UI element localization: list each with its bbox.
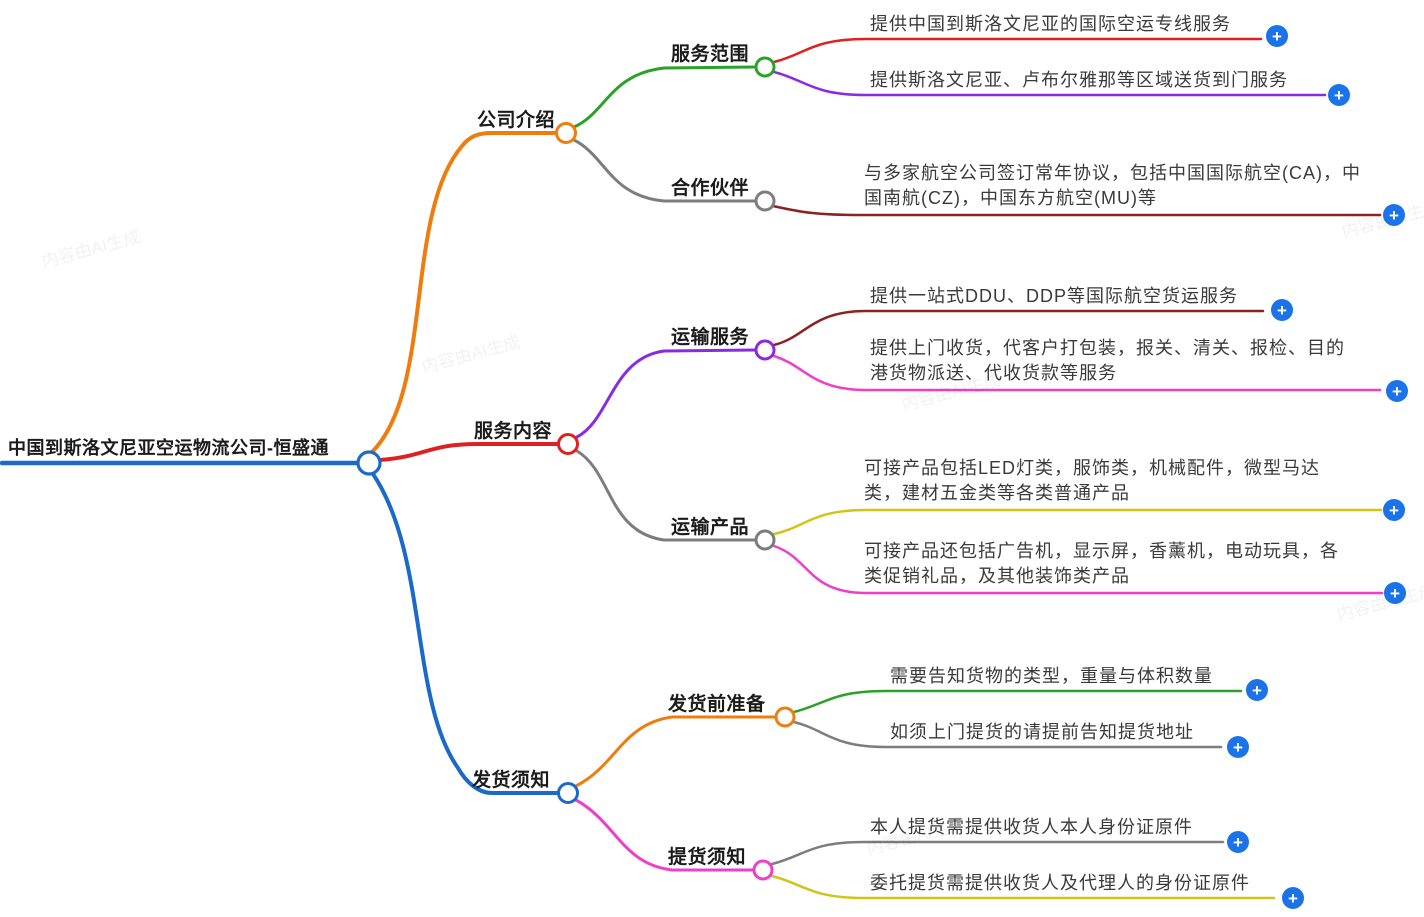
node-shipping-notes-label[interactable]: 发货须知 xyxy=(472,770,551,791)
expand-button-plus-icon[interactable]: + xyxy=(1227,736,1249,758)
pickup-notes-handle[interactable] xyxy=(752,859,774,881)
edge-leaf-cargo-info xyxy=(792,689,1243,714)
node-pickup-notes-label[interactable]: 提货须知 xyxy=(668,847,747,868)
expand-button-plus-icon[interactable]: + xyxy=(1384,582,1406,604)
edge-leaf-other-products xyxy=(772,544,1384,595)
node-transport-products-label[interactable]: 运输产品 xyxy=(671,517,750,538)
leaf-other-products[interactable]: 可接产品还包括广告机，显示屏，香薰机，电动玩具，各类促销礼品，及其他装饰类产品 xyxy=(864,541,1339,586)
leaf-airline-agreements[interactable]: 与多家航空公司签订常年协议，包括中国国际航空(CA)，中国南航(CZ)，中国东方… xyxy=(864,163,1361,208)
expand-button-plus-icon[interactable]: + xyxy=(1271,299,1293,321)
edge-leaf-pickup-address xyxy=(792,720,1223,749)
edge-pre-shipment xyxy=(574,715,777,788)
edge-leaf-agent-id xyxy=(770,874,1276,900)
leaf-pickup-packing[interactable]: 提供上门收货，代客户打包装，报关、清关、报检、目的港货物派送、代收货款等服务 xyxy=(870,338,1345,383)
transport-service-handle[interactable] xyxy=(754,339,776,361)
expand-button-plus-icon[interactable]: + xyxy=(1383,499,1405,521)
root-node-handle[interactable] xyxy=(356,450,382,476)
node-transport-service-label[interactable]: 运输服务 xyxy=(671,327,750,348)
leaf-door-delivery[interactable]: 提供斯洛文尼亚、卢布尔雅那等区域送货到门服务 xyxy=(870,70,1288,90)
transport-products-handle[interactable] xyxy=(754,529,776,551)
root-node-label[interactable]: 中国到斯洛文尼亚空运物流公司-恒盛通 xyxy=(8,438,329,458)
expand-button-plus-icon[interactable]: + xyxy=(1246,679,1268,701)
leaf-pickup-address[interactable]: 如须上门提货的请提前告知提货地址 xyxy=(890,722,1194,742)
edge-leaf-ddu-ddp xyxy=(772,309,1265,347)
node-company-intro-label[interactable]: 公司介绍 xyxy=(477,110,556,131)
edge-leaf-door-delivery xyxy=(772,70,1327,97)
expand-button-plus-icon[interactable]: + xyxy=(1328,84,1350,106)
leaf-general-products[interactable]: 可接产品包括LED灯类，服饰类，机械配件，微型马达类，建材五金类等各类普通产品 xyxy=(864,458,1321,503)
leaf-id-original[interactable]: 本人提货需提供收货人本人身份证原件 xyxy=(870,817,1193,837)
leaf-airline-express[interactable]: 提供中国到斯洛文尼亚的国际空运专线服务 xyxy=(870,14,1231,34)
node-service-content-label[interactable]: 服务内容 xyxy=(474,421,553,442)
edge-service-scope xyxy=(572,65,757,129)
edge-leaf-general-products xyxy=(772,508,1383,536)
edge-partners xyxy=(572,138,757,203)
edge-service-content xyxy=(378,442,560,462)
leaf-agent-id[interactable]: 委托提货需提供收货人及代理人的身份证原件 xyxy=(870,873,1250,893)
edge-company-intro xyxy=(370,131,558,454)
service-scope-handle[interactable] xyxy=(754,56,776,78)
node-pre-shipment-label[interactable]: 发货前准备 xyxy=(668,694,766,715)
edge-transport-service xyxy=(575,348,757,439)
edge-pickup-notes xyxy=(574,798,755,872)
partners-handle[interactable] xyxy=(754,190,776,212)
edge-leaf-id-original xyxy=(770,840,1225,866)
leaf-cargo-info[interactable]: 需要告知货物的类型，重量与体积数量 xyxy=(890,666,1213,686)
pre-shipment-handle[interactable] xyxy=(774,706,796,728)
expand-button-plus-icon[interactable]: + xyxy=(1383,204,1405,226)
edge-leaf-airline-agreements xyxy=(771,204,1382,217)
expand-button-plus-icon[interactable]: + xyxy=(1266,25,1288,47)
service-content-handle[interactable] xyxy=(557,433,579,455)
expand-button-plus-icon[interactable]: + xyxy=(1282,887,1304,909)
expand-button-plus-icon[interactable]: + xyxy=(1386,380,1408,402)
edge-leaf-airline-express xyxy=(772,37,1263,64)
edge-shipping-notes xyxy=(371,472,560,795)
node-service-scope-label[interactable]: 服务范围 xyxy=(671,44,750,65)
company-intro-handle[interactable] xyxy=(555,122,577,144)
edge-transport-products xyxy=(575,449,757,542)
edge-leaf-pickup-packing xyxy=(772,354,1382,392)
leaf-ddu-ddp[interactable]: 提供一站式DDU、DDP等国际航空货运服务 xyxy=(870,286,1238,306)
shipping-notes-handle[interactable] xyxy=(557,782,579,804)
expand-button-plus-icon[interactable]: + xyxy=(1227,831,1249,853)
node-partners-label[interactable]: 合作伙伴 xyxy=(671,178,750,199)
